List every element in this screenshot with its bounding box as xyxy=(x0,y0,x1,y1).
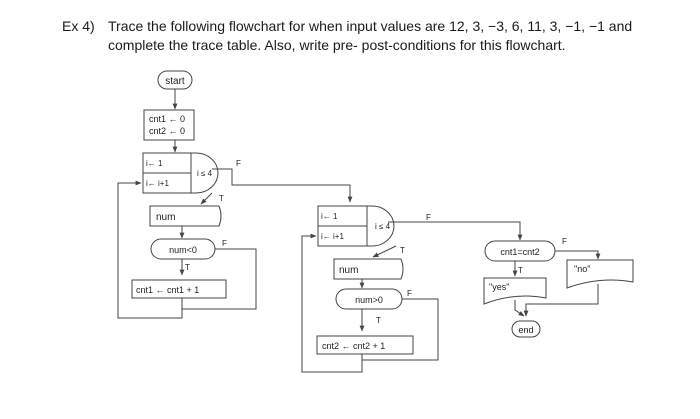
decision-cnt-equal-label: cnt1=cnt2 xyxy=(500,247,539,257)
decision-2-false-label: F xyxy=(407,289,412,298)
start-terminal: start xyxy=(157,70,193,90)
loop-1-condition: i ≤ 4 xyxy=(197,169,213,178)
init-cnt1: cnt1 ← 0 xyxy=(149,114,185,124)
end-label: end xyxy=(518,325,533,335)
loop-2-exit-path xyxy=(388,221,523,241)
init-cnt2: cnt2 ← 0 xyxy=(149,126,185,136)
output-yes: "yes" xyxy=(483,277,547,305)
connector xyxy=(372,245,397,258)
decision-num-positive-label: num>0 xyxy=(355,295,383,305)
input-num-2: num xyxy=(333,258,404,280)
decision-2-false-path xyxy=(362,298,439,361)
loop-2: i← 1 i← i+1 i ≤ 4 xyxy=(317,205,395,247)
loop-1: i← 1 i← i+1 i ≤ 4 xyxy=(142,152,219,194)
loop-2-true-label: T xyxy=(400,246,405,255)
decision-1-true-label: T xyxy=(185,263,190,272)
loop-2-step: i← i+1 xyxy=(321,232,344,241)
decision-1-false-path xyxy=(182,248,257,310)
decision-2-true-label: T xyxy=(376,316,381,325)
loop-2-back-path xyxy=(301,233,363,373)
decision-3-false-path xyxy=(555,250,601,260)
decision-num-negative-label: num<0 xyxy=(169,245,197,255)
loop-1-exit-path xyxy=(212,168,353,203)
exercise-text-line-2: complete the trace table. Also, write pr… xyxy=(108,37,566,53)
loop-1-back-path xyxy=(117,180,183,319)
loop-1-true-label: T xyxy=(219,194,224,203)
decision-num-negative: num<0 xyxy=(150,238,216,260)
process-cnt2-label: cnt2 ← cnt2 + 1 xyxy=(322,341,385,351)
process-cnt1-increment: cnt1 ← cnt1 + 1 xyxy=(131,279,227,299)
input-num-1-label: num xyxy=(156,212,175,223)
no-to-end-path xyxy=(523,284,599,317)
input-num-2-label: num xyxy=(339,265,358,276)
start-label: start xyxy=(165,76,185,87)
input-num-1: num xyxy=(149,205,222,227)
loop-1-init: i← 1 xyxy=(146,159,163,168)
loop-1-false-label: F xyxy=(236,159,241,168)
loop-2-false-label: F xyxy=(426,213,431,222)
decision-3-true-label: T xyxy=(518,266,523,275)
decision-num-positive: num>0 xyxy=(335,288,403,310)
loop-2-condition: i ≤ 4 xyxy=(375,222,391,231)
loop-1-step: i← i+1 xyxy=(146,179,169,188)
output-no: "no" xyxy=(566,259,634,289)
decision-1-false-label: F xyxy=(222,239,227,248)
exercise-number: Ex 4) xyxy=(62,18,95,34)
process-cnt1-label: cnt1 ← cnt1 + 1 xyxy=(136,285,199,295)
yes-to-end-path xyxy=(514,300,525,317)
end-terminal: end xyxy=(511,320,541,338)
decision-3-false-label: F xyxy=(562,237,567,246)
init-block: cnt1 ← 0 cnt2 ← 0 xyxy=(143,109,195,141)
exercise-text-line-1: Trace the following flowchart for when i… xyxy=(108,18,633,34)
decision-cnt-equal: cnt1=cnt2 xyxy=(484,240,556,262)
output-no-label: "no" xyxy=(574,264,590,274)
process-cnt2-increment: cnt2 ← cnt2 + 1 xyxy=(316,335,414,355)
connector xyxy=(200,192,213,205)
loop-2-init: i← 1 xyxy=(321,212,338,221)
output-yes-label: "yes" xyxy=(489,282,509,292)
